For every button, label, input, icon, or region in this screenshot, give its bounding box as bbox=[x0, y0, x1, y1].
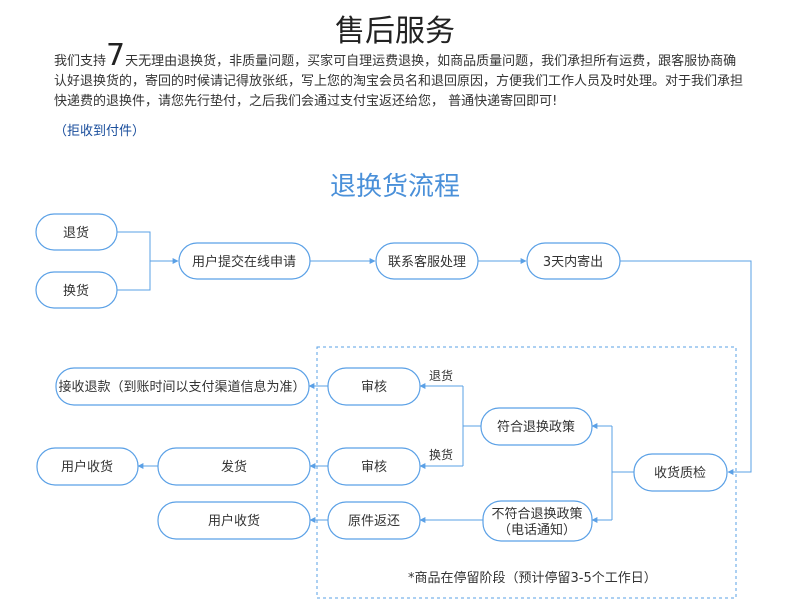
node-user-receive-1: 用户收货 bbox=[36, 447, 139, 486]
refuse-cod-link[interactable]: 拒收到付件 bbox=[67, 124, 133, 139]
node-meets-policy: 符合退换政策 bbox=[480, 407, 593, 446]
flow-title: 退换货流程 bbox=[329, 172, 460, 202]
page-title: 售后服务 bbox=[335, 14, 455, 49]
node-send-back: 原件返还 bbox=[327, 501, 421, 540]
node-dispatch-label: 发货 bbox=[221, 459, 247, 475]
connectors bbox=[117, 231, 752, 523]
node-not-meets-sub: （电话通知） bbox=[498, 522, 576, 538]
holding-footnote: *商品在停留阶段（预计停留3-5个工作日） bbox=[408, 570, 657, 586]
note-paren-open: （ bbox=[54, 124, 68, 139]
node-ship-label: 3天内寄出 bbox=[543, 254, 603, 270]
node-exchange: 换货 bbox=[35, 271, 118, 309]
node-refund: 接收退款（到账时间以支付渠道信息为准） bbox=[55, 367, 310, 406]
node-refund-label: 接收退款（到账时间以支付渠道信息为准） bbox=[58, 379, 305, 395]
node-return-label: 退货 bbox=[63, 225, 89, 241]
node-submit-online: 用户提交在线申请 bbox=[178, 242, 311, 280]
policy-body: 天无理由退换货，非质量问题，买家可自理运费退换，如商品质量问题，我们承担所有运费… bbox=[54, 54, 744, 109]
node-review-return-label: 审核 bbox=[361, 380, 387, 395]
node-review-return: 审核 bbox=[327, 367, 421, 406]
node-user-receive-1-label: 用户收货 bbox=[61, 459, 113, 475]
node-not-meets-label: 不符合退换政策 bbox=[491, 506, 582, 522]
node-submit-label: 用户提交在线申请 bbox=[192, 254, 296, 270]
branch-label-exchange: 换货 bbox=[429, 447, 453, 462]
node-send-back-label: 原件返还 bbox=[348, 514, 400, 529]
policy-prefix: 我们支持 bbox=[54, 54, 107, 69]
policy-days: 7 bbox=[106, 38, 126, 73]
holding-stage-area bbox=[316, 346, 737, 599]
node-user-receive-2-label: 用户收货 bbox=[208, 513, 260, 529]
note-paren-close: ） bbox=[132, 124, 146, 139]
policy-text: 我们支持7天无理由退换货，非质量问题，买家可自理运费退换，如商品质量问题，我们承… bbox=[54, 41, 744, 112]
node-inspect: 收货质检 bbox=[633, 453, 728, 492]
node-contact-service: 联系客服处理 bbox=[375, 242, 479, 280]
node-return: 退货 bbox=[35, 213, 118, 251]
node-exchange-label: 换货 bbox=[63, 283, 89, 299]
node-inspect-label: 收货质检 bbox=[654, 465, 706, 481]
node-meets-label: 符合退换政策 bbox=[497, 419, 575, 435]
node-review-exchange-label: 审核 bbox=[361, 460, 387, 475]
refuse-cod-note: （拒收到付件） bbox=[54, 120, 145, 139]
node-not-meets-policy: 不符合退换政策 （电话通知） bbox=[482, 500, 593, 542]
branch-label-return: 退货 bbox=[429, 368, 453, 383]
node-user-receive-2: 用户收货 bbox=[157, 501, 311, 540]
node-dispatch: 发货 bbox=[157, 447, 311, 486]
node-ship-3days: 3天内寄出 bbox=[526, 242, 621, 280]
node-review-exchange: 审核 bbox=[327, 447, 421, 486]
node-contact-label: 联系客服处理 bbox=[388, 254, 466, 270]
